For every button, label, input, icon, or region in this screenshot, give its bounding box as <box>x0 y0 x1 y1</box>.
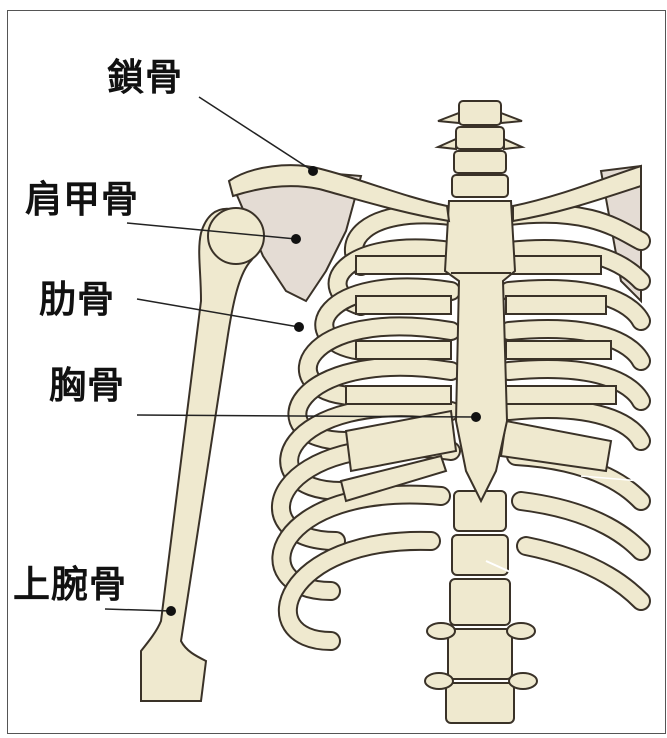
clavicle-leader <box>199 97 313 171</box>
scapula-dot <box>291 234 301 244</box>
humerus-leader <box>105 609 171 611</box>
sternum-dot <box>471 412 481 422</box>
clavicle-dot <box>308 166 318 176</box>
humerus-head <box>208 208 264 264</box>
diagram-frame: 鎖骨 肩甲骨 肋骨 胸骨 上腕骨 <box>7 10 666 734</box>
humerus-shape <box>141 209 259 701</box>
rib-dot <box>294 322 304 332</box>
label-scapula: 肩甲骨 <box>25 181 139 218</box>
label-humerus: 上腕骨 <box>13 566 127 603</box>
label-sternum: 胸骨 <box>49 367 125 404</box>
humerus-dot <box>166 606 176 616</box>
label-clavicle: 鎖骨 <box>107 59 183 96</box>
label-rib: 肋骨 <box>39 281 115 318</box>
